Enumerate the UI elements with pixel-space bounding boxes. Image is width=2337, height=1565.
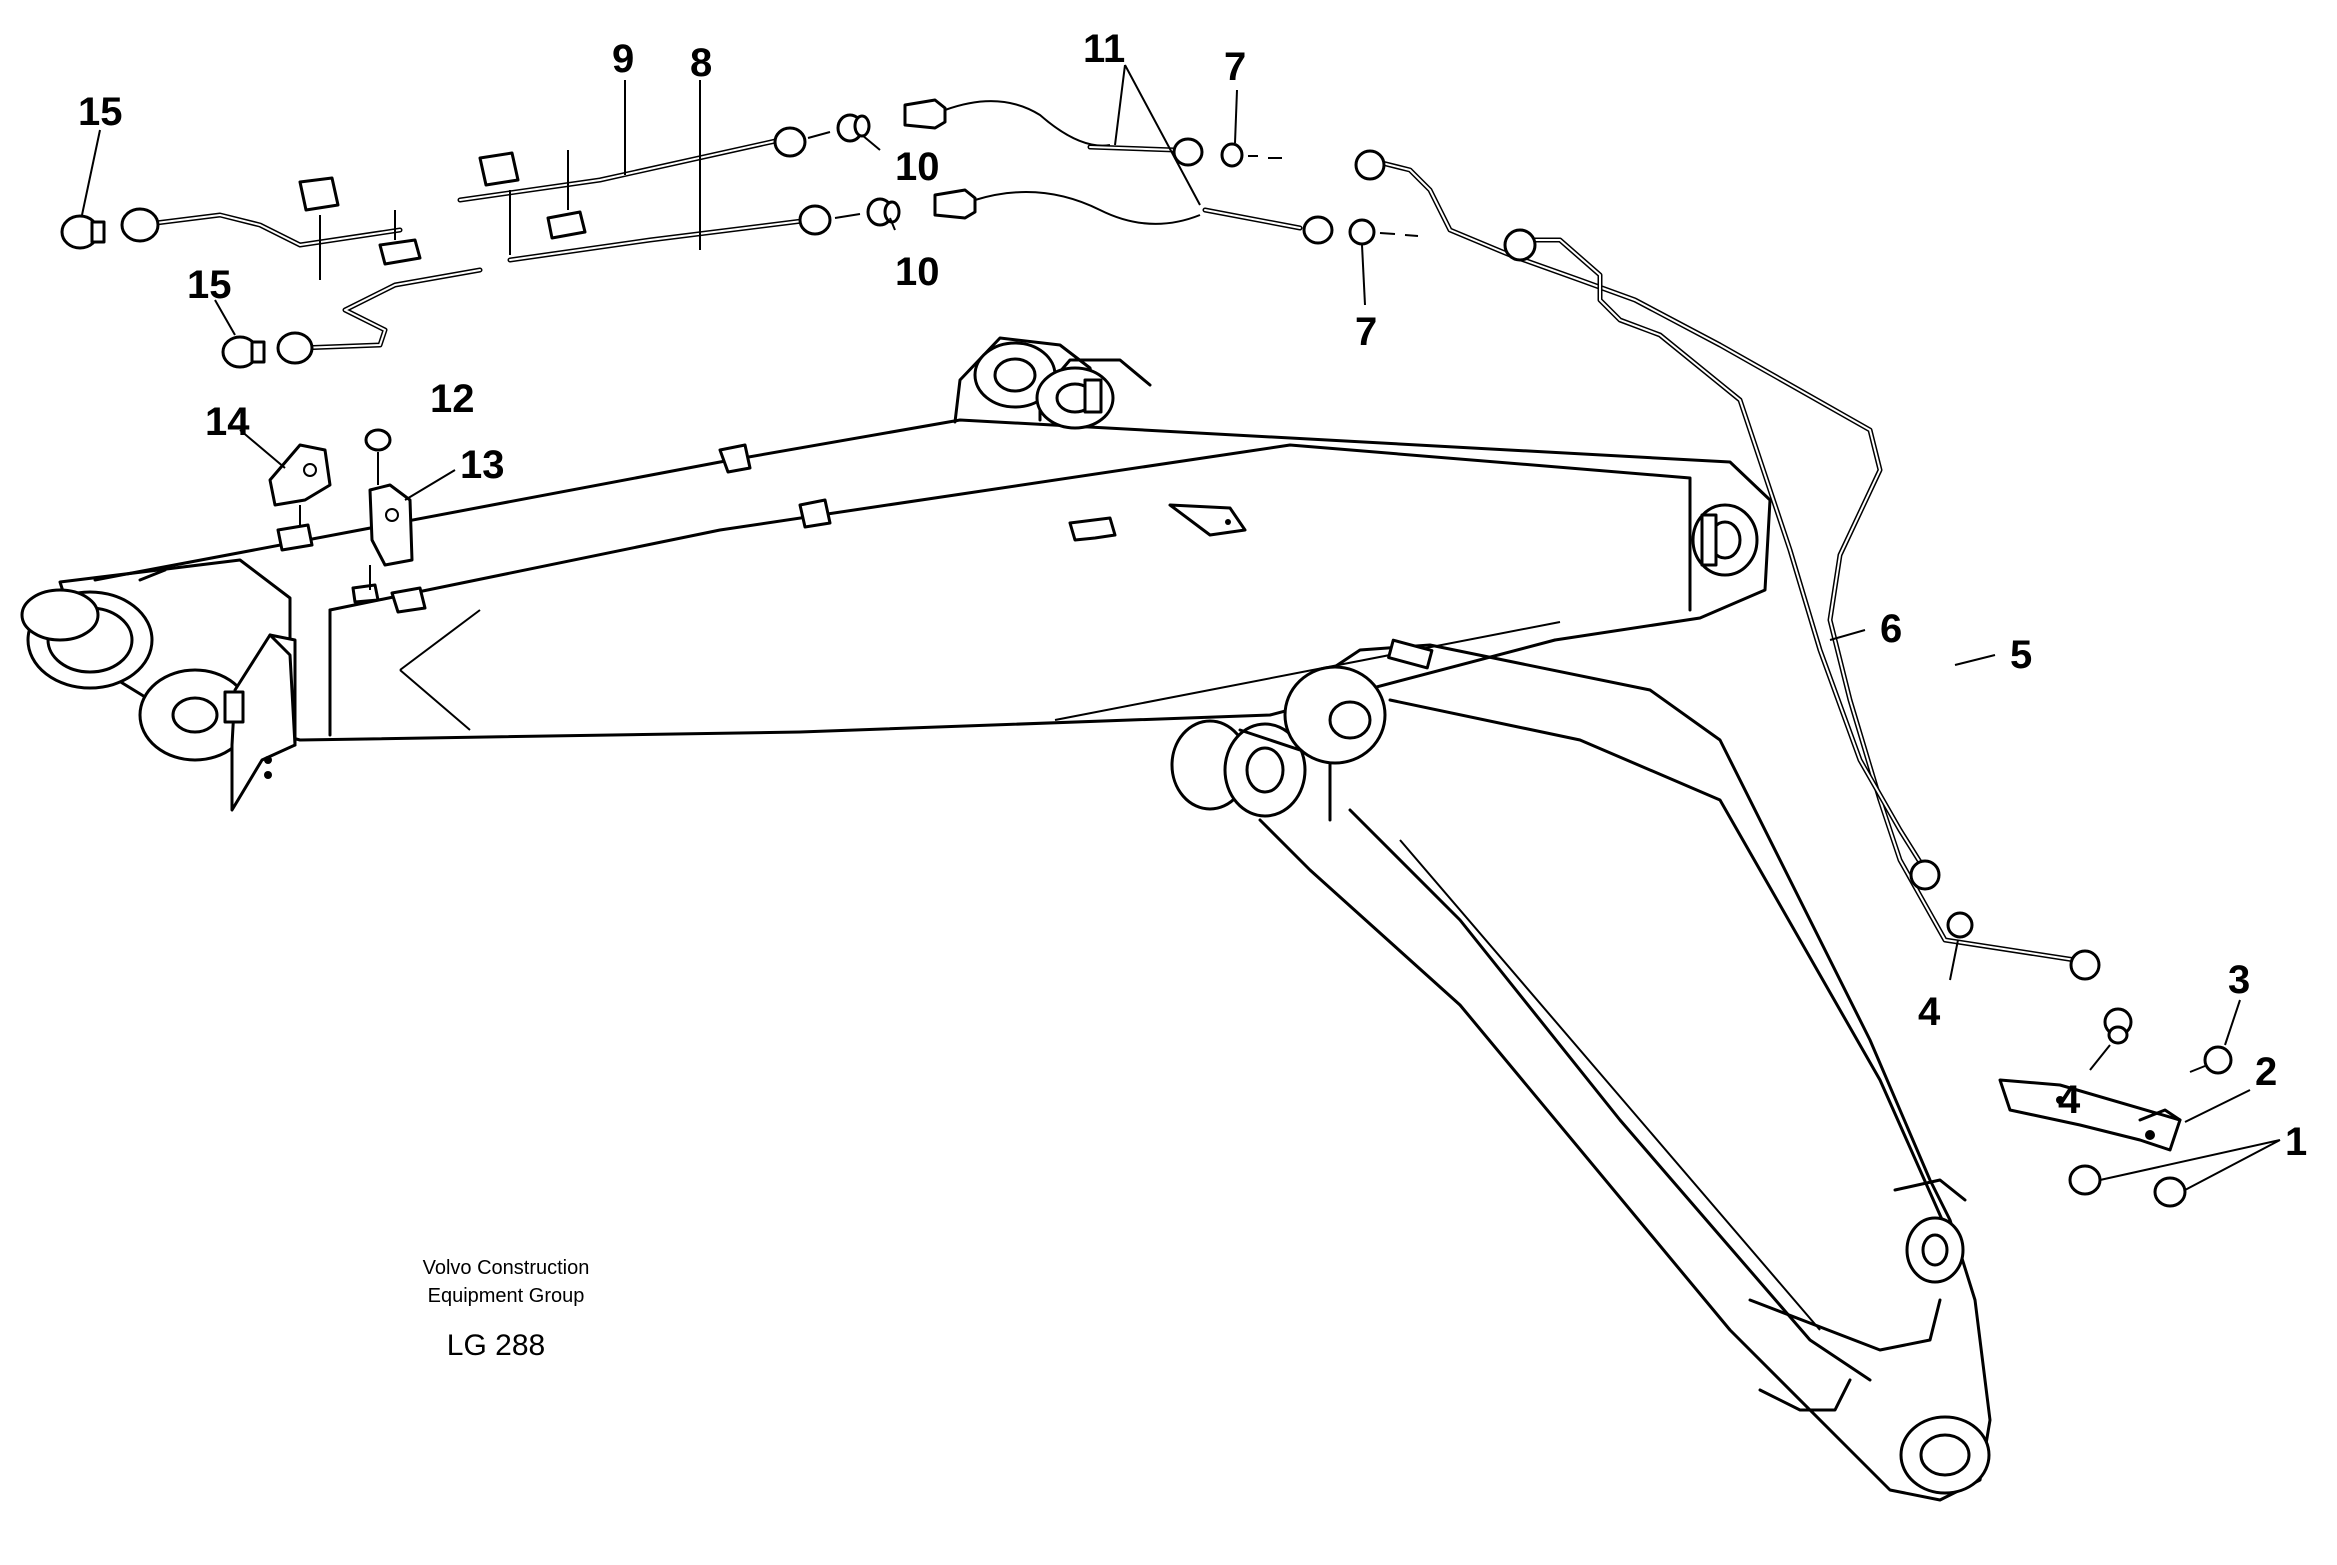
- leader-lines: [81, 64, 2281, 1191]
- fitting-4-right: [2103, 1007, 2133, 1045]
- pipe-fittings: [1354, 149, 2101, 981]
- fitting-10-upper: [773, 113, 871, 158]
- bracket-14: [268, 443, 332, 552]
- callout-7-upper: 7: [1224, 45, 1246, 89]
- callout-12: 12: [430, 377, 475, 421]
- bracket-13: [368, 483, 414, 590]
- callout-10-upper: 10: [895, 145, 940, 189]
- callouts: 15 15 9 8 10 10 11 7 7 14 12 13 6 5 4 4 …: [78, 27, 2307, 1164]
- hose-11: [903, 98, 1334, 245]
- nut-1-right: [2153, 1176, 2187, 1208]
- callout-11: 11: [1083, 27, 1125, 71]
- credit-line-2: Equipment Group: [428, 1285, 585, 1307]
- callout-13: 13: [460, 443, 505, 487]
- nut-1-left: [2068, 1164, 2102, 1196]
- fitting-10-lower: [798, 197, 901, 236]
- callout-9: 9: [612, 37, 634, 81]
- fitting-7-upper: [1220, 142, 1282, 168]
- pipe-9: [137, 137, 783, 248]
- screw-3: [2189, 1045, 2233, 1075]
- plug-15-upper: [60, 207, 160, 250]
- credit-block: Volvo Construction Equipment Group LG 28…: [423, 1257, 590, 1362]
- pipe-5: [1367, 157, 2078, 963]
- callout-8: 8: [690, 41, 712, 85]
- callout-15-lower: 15: [187, 263, 232, 307]
- callout-1: 1: [2285, 1120, 2307, 1164]
- callout-15-upper: 15: [78, 90, 123, 134]
- callout-3: 3: [2228, 958, 2250, 1002]
- callout-4-left: 4: [1918, 990, 1941, 1034]
- bracket-2: [1998, 1078, 2182, 1152]
- main-boom: [1170, 638, 1992, 1502]
- callout-5: 5: [2010, 633, 2032, 677]
- callout-7-lower: 7: [1355, 310, 1377, 354]
- callout-14: 14: [205, 400, 250, 444]
- fitting-7-lower: [1348, 218, 1419, 246]
- credit-line-1: Volvo Construction: [423, 1257, 590, 1279]
- screw-12: [364, 428, 392, 485]
- fitting-4-left: [1946, 911, 1974, 939]
- drawing-code: LG 288: [447, 1329, 545, 1362]
- pipe-6: [1507, 237, 1928, 873]
- pipe-clamps: [298, 150, 587, 280]
- callout-10-lower: 10: [895, 250, 940, 294]
- pipe-8: [297, 217, 813, 351]
- plug-15-lower: [221, 331, 314, 369]
- callout-6: 6: [1880, 607, 1902, 651]
- callout-2: 2: [2255, 1050, 2277, 1094]
- callout-4-right: 4: [2058, 1078, 2081, 1122]
- dipper-arm: [20, 336, 1772, 812]
